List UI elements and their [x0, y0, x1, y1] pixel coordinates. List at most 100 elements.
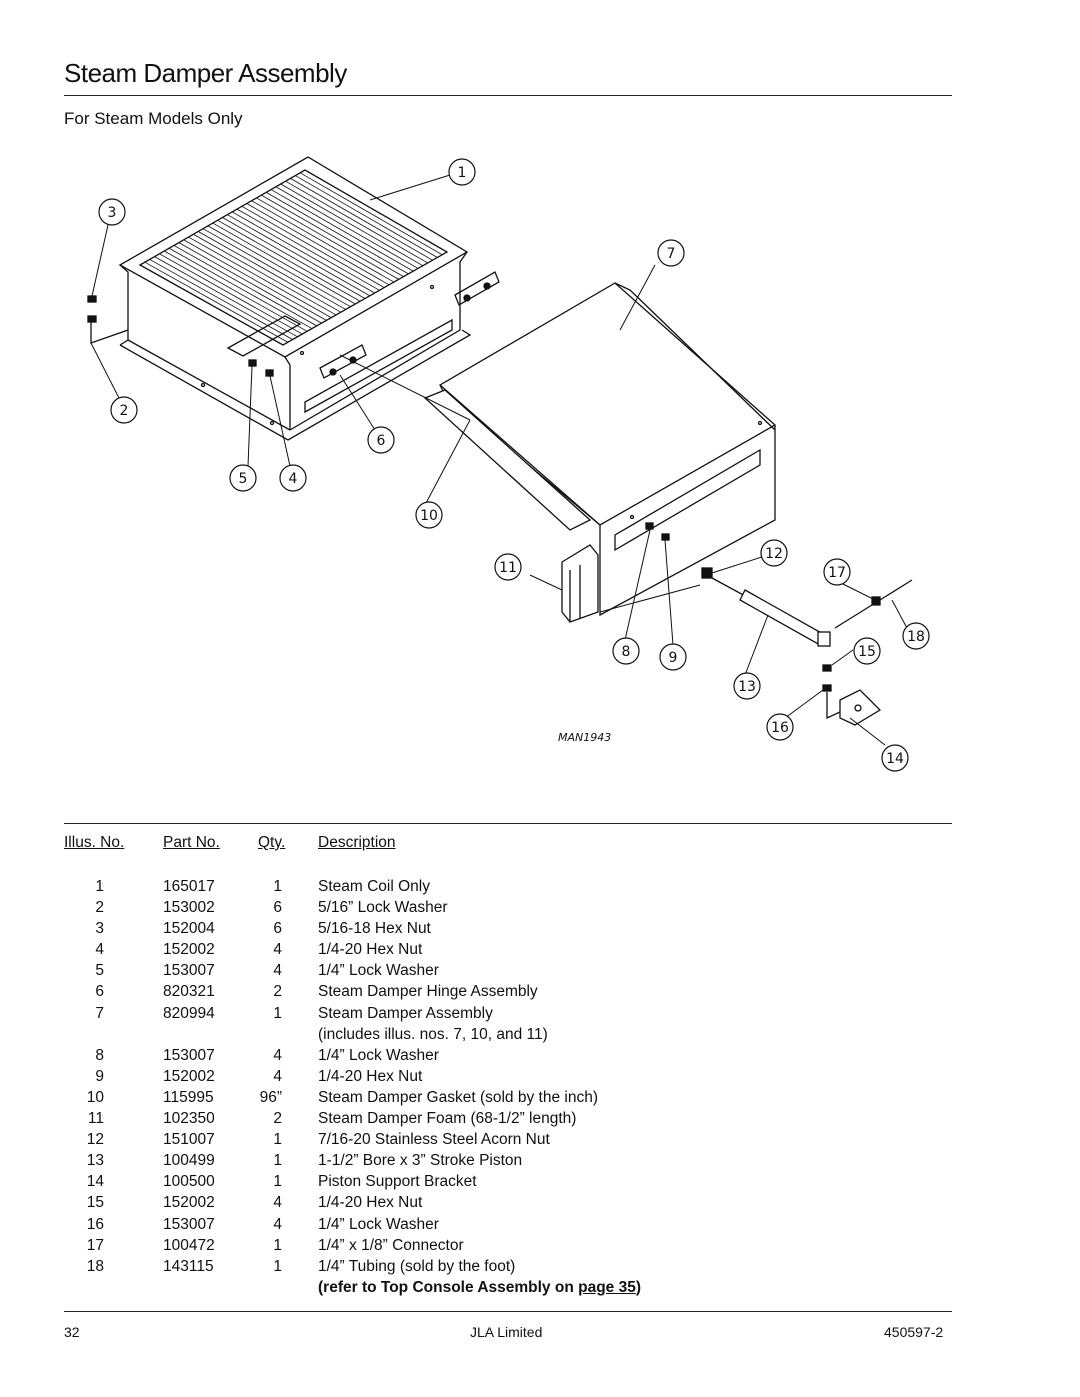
callout-number: 2 [120, 403, 129, 419]
callout-circle [110, 396, 138, 424]
coil-fin-line [280, 183, 424, 267]
callout-number: 8 [622, 644, 631, 660]
table-row: (includes illus. nos. 7, 10, and 11) [0, 1024, 1080, 1045]
coil-fin-line [202, 228, 346, 310]
header-part-no: Part No. [163, 834, 220, 851]
qty: 1 [273, 1152, 282, 1170]
qty: 1 [273, 1131, 282, 1149]
illus-no: 5 [95, 962, 104, 980]
callout-number: 18 [907, 629, 925, 645]
callout-circle [766, 713, 794, 741]
coil-fin-line [193, 233, 337, 316]
coil-fin-line [178, 242, 322, 324]
header-description: Description [318, 834, 396, 851]
document-number: 450597-2 [884, 1324, 944, 1340]
coil-fin-line [270, 189, 414, 272]
steam-coil-drawing [118, 156, 472, 441]
page-subtitle: For Steam Models Only [64, 109, 243, 128]
piston-drawing [701, 567, 913, 647]
part-no: 102350 [163, 1110, 215, 1128]
callout-circle [279, 464, 307, 492]
description: 1/4” Lock Washer [318, 1046, 439, 1064]
callout-number: 6 [377, 433, 386, 449]
table-top-divider [64, 823, 952, 824]
coil-fin-line [159, 253, 303, 335]
coil-fin-line [290, 178, 433, 261]
qty: 4 [273, 1215, 282, 1233]
illus-no: 11 [87, 1110, 104, 1128]
description: 7/16-20 Stainless Steel Acorn Nut [318, 1131, 550, 1149]
part-no: 152002 [163, 941, 215, 959]
callout-circle [659, 643, 687, 671]
callout-number: 17 [828, 565, 846, 581]
callout-number: 3 [108, 205, 117, 221]
illus-no: 1 [95, 878, 104, 895]
coil-fin-line [212, 222, 356, 305]
coil-fin-line [241, 205, 385, 288]
illus-no: 17 [86, 1236, 104, 1254]
description: 5/16-18 Hex Nut [318, 920, 431, 938]
part-no: 153002 [163, 899, 215, 917]
part-no: 100499 [163, 1152, 215, 1170]
coil-fin-line [232, 211, 375, 294]
coil-fin-line [164, 250, 308, 332]
callout-circle [229, 464, 257, 492]
illus-no: 2 [95, 899, 104, 917]
qty: 4 [273, 1194, 282, 1212]
note-close-paren: ) [635, 1279, 642, 1296]
qty: 4 [273, 1046, 282, 1064]
callout-number: 9 [669, 650, 678, 666]
callout-number: 13 [738, 679, 756, 695]
illus-no: 15 [86, 1194, 104, 1212]
coil-fin-line [144, 261, 289, 343]
coil-fin-line [183, 239, 327, 321]
coil-fin-line [139, 264, 284, 346]
illus-no: 3 [95, 920, 104, 938]
coil-fin-line [207, 225, 351, 308]
illus-no: 10 [86, 1088, 104, 1106]
description: 1/4-20 Hex Nut [318, 941, 423, 959]
callout-number: 4 [289, 471, 298, 487]
callout-number: 14 [886, 751, 904, 767]
part-no: 151007 [163, 1131, 215, 1149]
table-row: 15 152002 4 1/4-20 Hex Nut [0, 1192, 1080, 1213]
part-no: 153007 [163, 962, 215, 980]
callout-number: 15 [858, 644, 876, 660]
illus-no: 4 [95, 941, 104, 959]
page-title: Steam Damper Assembly [64, 58, 347, 88]
page-35-link[interactable]: page 35 [578, 1279, 636, 1296]
header-qty: Qty. [258, 834, 286, 851]
coil-fin-line [251, 200, 395, 283]
part-no: 152002 [163, 1194, 215, 1212]
coil-fin-line [227, 214, 371, 297]
illus-no: 6 [95, 983, 104, 1001]
description: 1/4-20 Hex Nut [318, 1194, 423, 1212]
qty: 1 [273, 878, 282, 895]
callout-circle [657, 239, 685, 267]
part-no: 100472 [163, 1236, 215, 1254]
part-no: 152004 [163, 920, 215, 938]
callout-circle [823, 558, 851, 586]
coil-fin-line [222, 217, 366, 299]
coil-fin-line [275, 186, 419, 269]
coil-fin-line [246, 203, 390, 286]
callout-circle [494, 553, 522, 581]
description: (includes illus. nos. 7, 10, and 11) [318, 1025, 548, 1043]
part-no: 100500 [163, 1173, 215, 1191]
coil-fin-line [256, 197, 399, 280]
callout-circle [760, 539, 788, 567]
callout-circle [733, 672, 761, 700]
description: Steam Damper Assembly [318, 1004, 493, 1022]
qty: 1 [273, 1257, 282, 1275]
